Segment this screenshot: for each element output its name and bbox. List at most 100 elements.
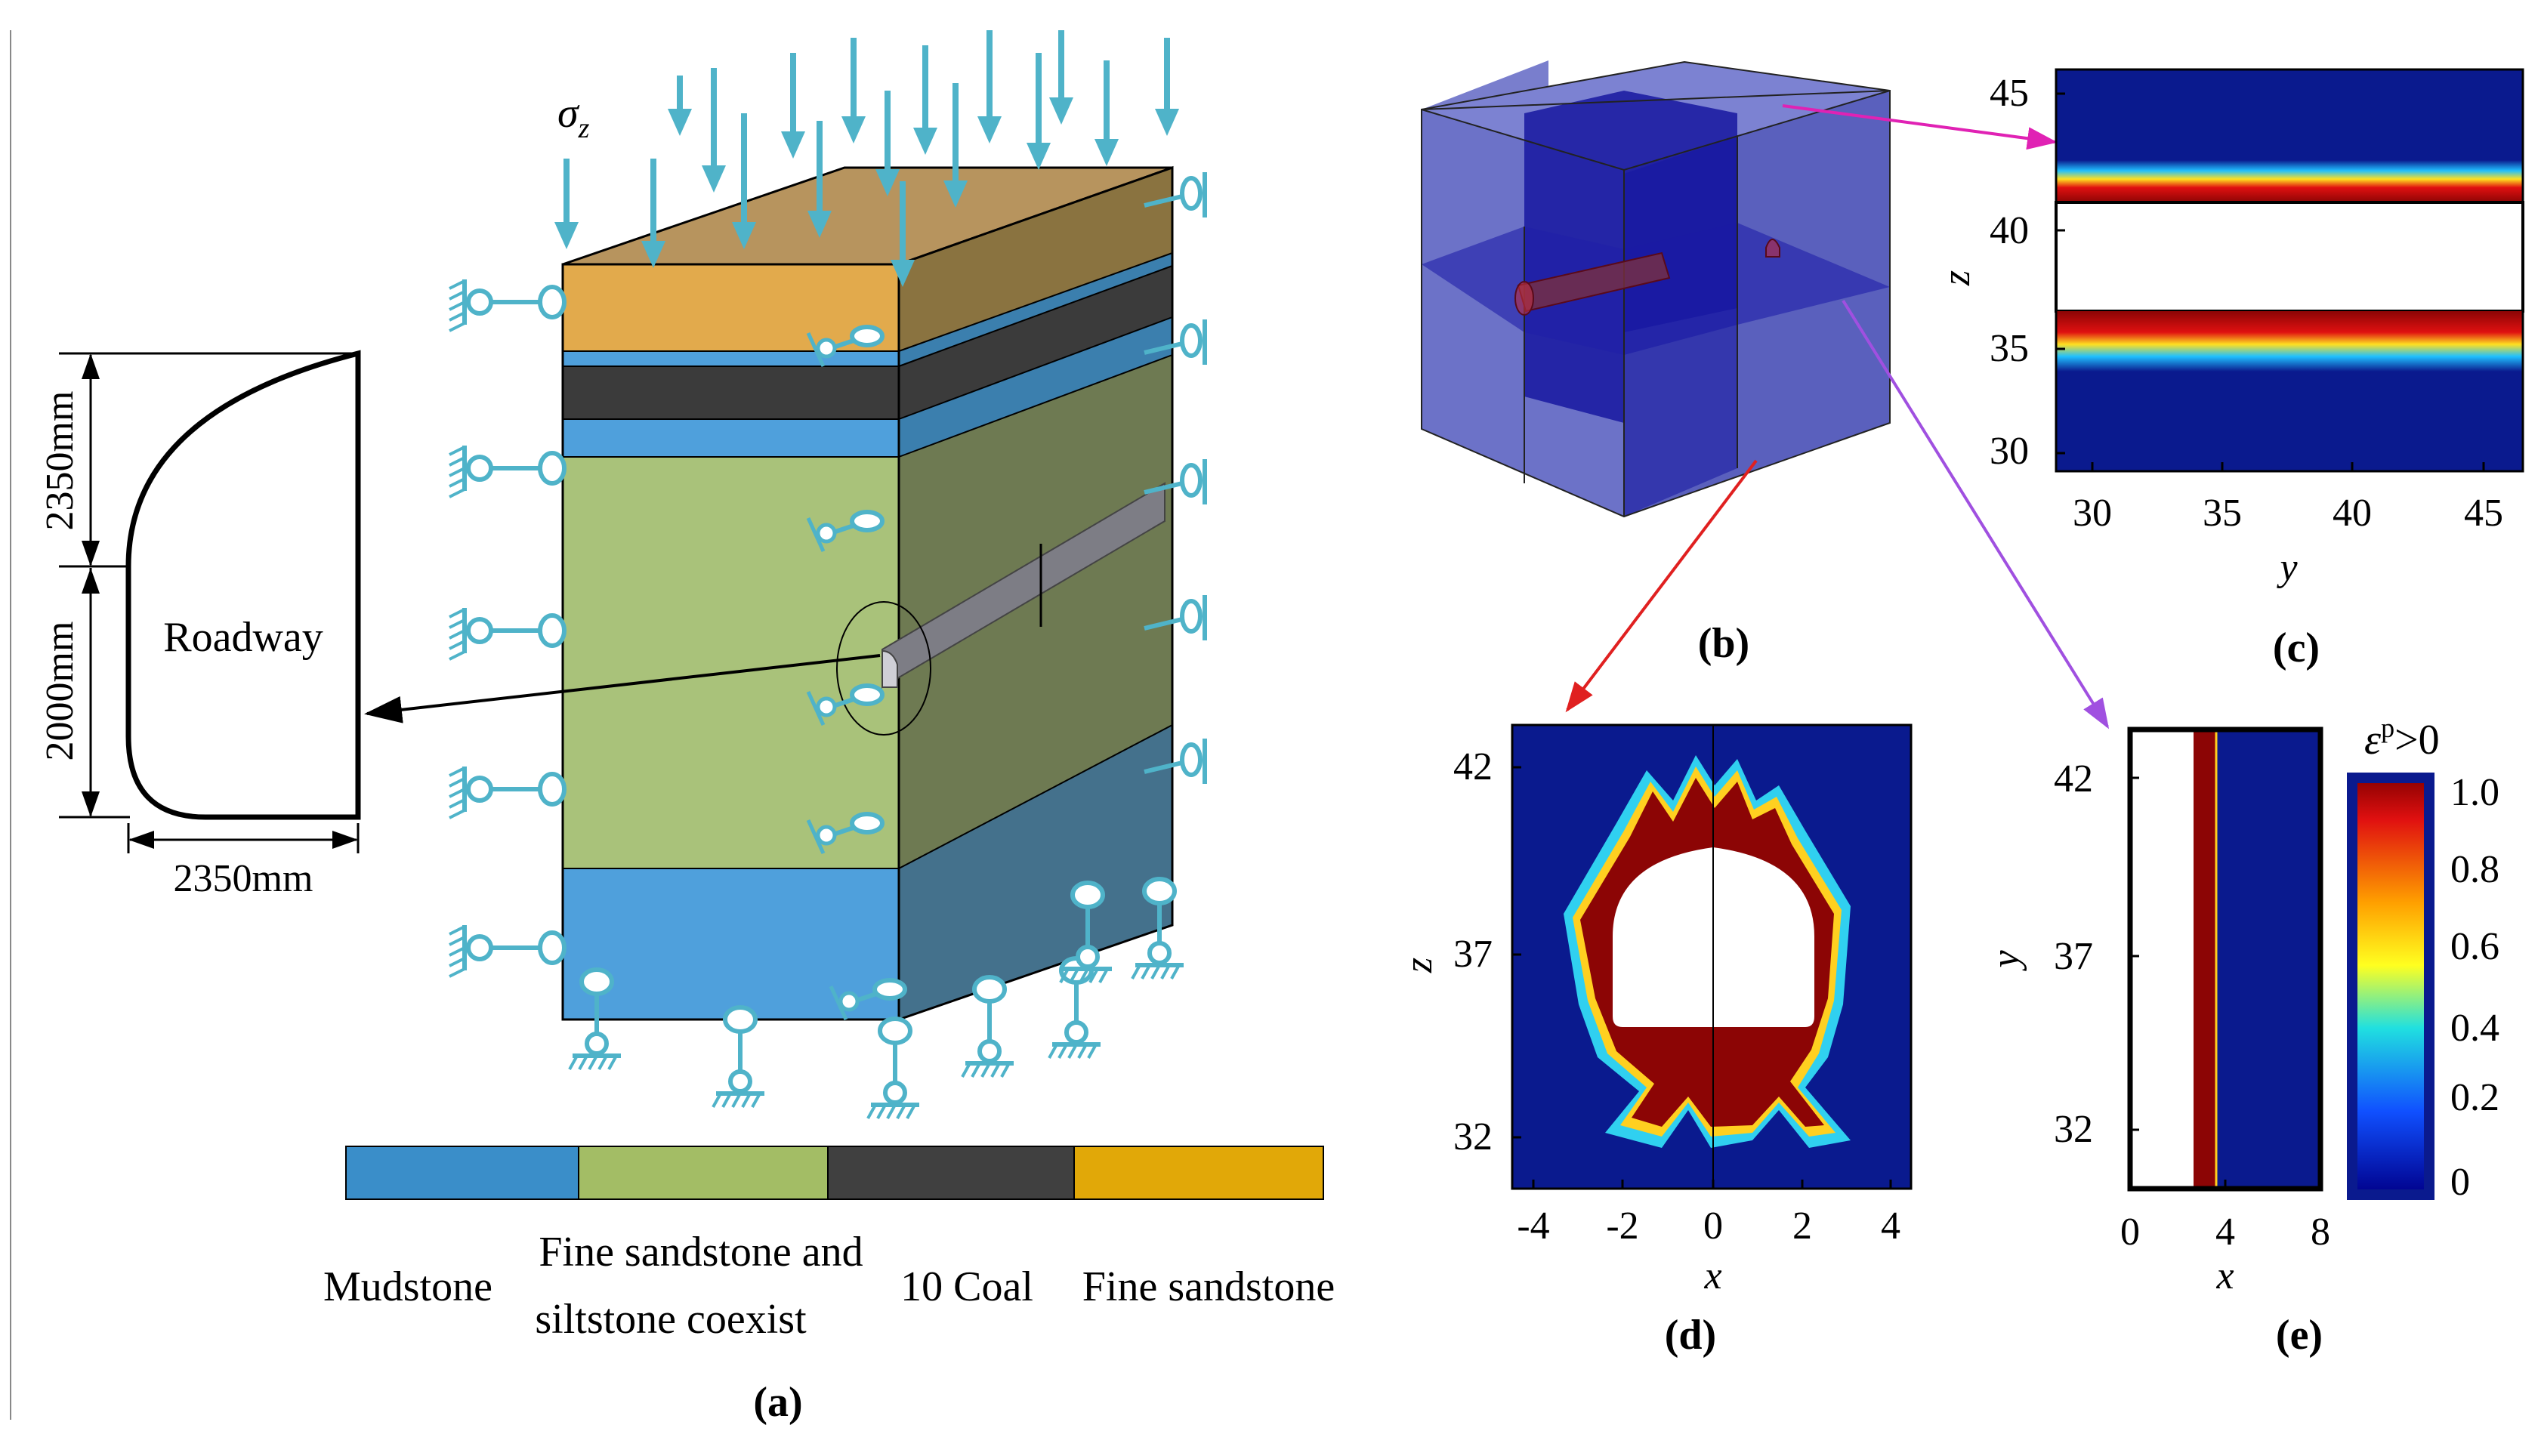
cbar-tick-0: 1.0 [2450,771,2499,814]
panel-e-void [2130,730,2194,1189]
dim-arrows-lower [82,568,100,817]
cbar-tick-5: 0 [2450,1161,2470,1204]
colorbar: εp>0 1.0 0.8 0.6 0.4 0.2 0 [2347,713,2499,1204]
colorbar-title: εp>0 [2364,713,2440,763]
colorbar-gradient [2347,773,2434,1200]
front-layer-coexist [563,457,899,868]
e-ytick-1: 37 [2054,935,2093,978]
load-arrow [781,53,805,159]
roller-support [1144,319,1207,365]
e-xtick-0: 0 [2120,1211,2140,1254]
roadway-label: Roadway [163,614,323,661]
dim-upper-label: 2350mm [39,391,82,531]
legend-label-coexist-line1: Fine sandstone and [539,1229,863,1276]
load-arrow [875,91,900,196]
roller-support [829,978,907,1021]
load-arrow [641,159,665,268]
roller-support [806,683,885,726]
roadway-outline [125,350,361,820]
roller-support [449,608,567,661]
panel-e-ticks [2129,776,2322,1189]
panel-c-band-bottom [2056,311,2523,372]
roller-support [866,1016,919,1119]
dim-arrows-width [128,831,358,849]
right-layer-coexist [899,355,1172,868]
right-layer-sandstone [899,168,1172,351]
roadway-cross-section: 2350mm 2000mm 2350mm Roadway [39,350,361,900]
model-block [561,165,1174,1022]
d-xtick-3: 2 [1792,1205,1812,1248]
legend-swatch-coal [827,1146,1075,1200]
c-xtick-2: 40 [2333,492,2372,535]
right-layer-mudstone-3 [899,725,1172,1020]
panel-c-ticks [2056,92,2485,471]
arrow-b-to-e [1842,299,2110,730]
c-ylabel: z [1935,270,1978,286]
roller-support [1144,459,1207,504]
dim-lower-label: 2000mm [39,622,82,761]
load-arrow [702,68,726,193]
load-arrow [807,121,832,238]
e-ytick-2: 32 [2054,1108,2093,1151]
dim-width-label: 2350mm [174,857,313,900]
panel-c-void [2055,201,2524,313]
legend-label-mudstone: Mudstone [323,1263,492,1310]
front-layer-mudstone-2 [563,419,899,457]
d-xtick-4: 4 [1881,1205,1900,1248]
load-arrow [1155,38,1179,136]
d-ylabel: z [1397,958,1440,973]
panel-a: 2350mm 2000mm 2350mm Roadway [39,30,1335,1426]
arrow-b-to-c [1782,104,2058,150]
front-layer-coal [563,366,899,419]
c-ytick-1: 40 [1990,209,2029,252]
d-ytick-1: 37 [1453,933,1493,976]
roller-support [449,279,567,332]
d-ytick-2: 32 [1453,1115,1493,1158]
c-ytick-0: 45 [1990,72,2029,115]
caption-c: (c) [2273,625,2320,671]
sigma-z-label: σz [557,90,590,144]
load-arrow [668,76,692,136]
roller-support [1144,595,1207,640]
legend-label-coexist-line2: siltstone coexist [535,1296,807,1343]
cube-edges [1421,60,1891,518]
load-arrow [841,38,866,143]
right-layer-coal [899,266,1172,419]
caption-b: (b) [1698,620,1749,667]
right-layer-mudstone-2 [899,317,1172,457]
panel-b: (b) [1421,60,1891,667]
d-ytick-0: 42 [1453,745,1493,788]
panel-d: 42 37 32 z -4 -2 0 2 4 x (d) [1397,723,1913,1359]
caption-e: (e) [2276,1312,2323,1359]
cbar-tick-4: 0.2 [2450,1076,2499,1119]
roller-support [1059,881,1112,983]
panel-c-band-top [2056,160,2523,202]
front-layer-sandstone [563,264,899,351]
load-arrow [554,159,579,249]
c-xtick-1: 35 [2203,492,2242,535]
roller-support [961,975,1014,1078]
e-xtick-1: 4 [2215,1211,2235,1254]
panel-d-frame [1511,723,1913,1190]
d-xtick-1: -2 [1606,1205,1638,1248]
load-arrow [891,181,915,287]
cbar-tick-2: 0.6 [2450,925,2499,968]
e-ylabel: y [1984,950,2027,972]
roadway-highlight-circle [836,601,931,736]
legend-swatch-coexist [578,1146,829,1200]
load-arrow [732,113,756,249]
load-arrow [977,30,1002,143]
caption-d: (d) [1665,1312,1716,1359]
roller-support [712,1005,764,1108]
lithology-legend: Mudstone Fine sandstone and siltstone co… [323,1146,1335,1343]
right-layer-mudstone-1 [899,253,1172,366]
cube-slice-inner [1624,136,1737,517]
sigma-load-arrows [554,30,1179,287]
roller-support [1048,956,1101,1059]
roller-support [449,925,567,978]
roadway-pointer-arrow [364,654,881,723]
roller-support [1131,877,1184,979]
load-arrow [1049,30,1073,125]
panel-c: 45 40 35 30 z 30 35 40 45 y (c) [1935,68,2524,671]
roller-support [449,446,567,498]
